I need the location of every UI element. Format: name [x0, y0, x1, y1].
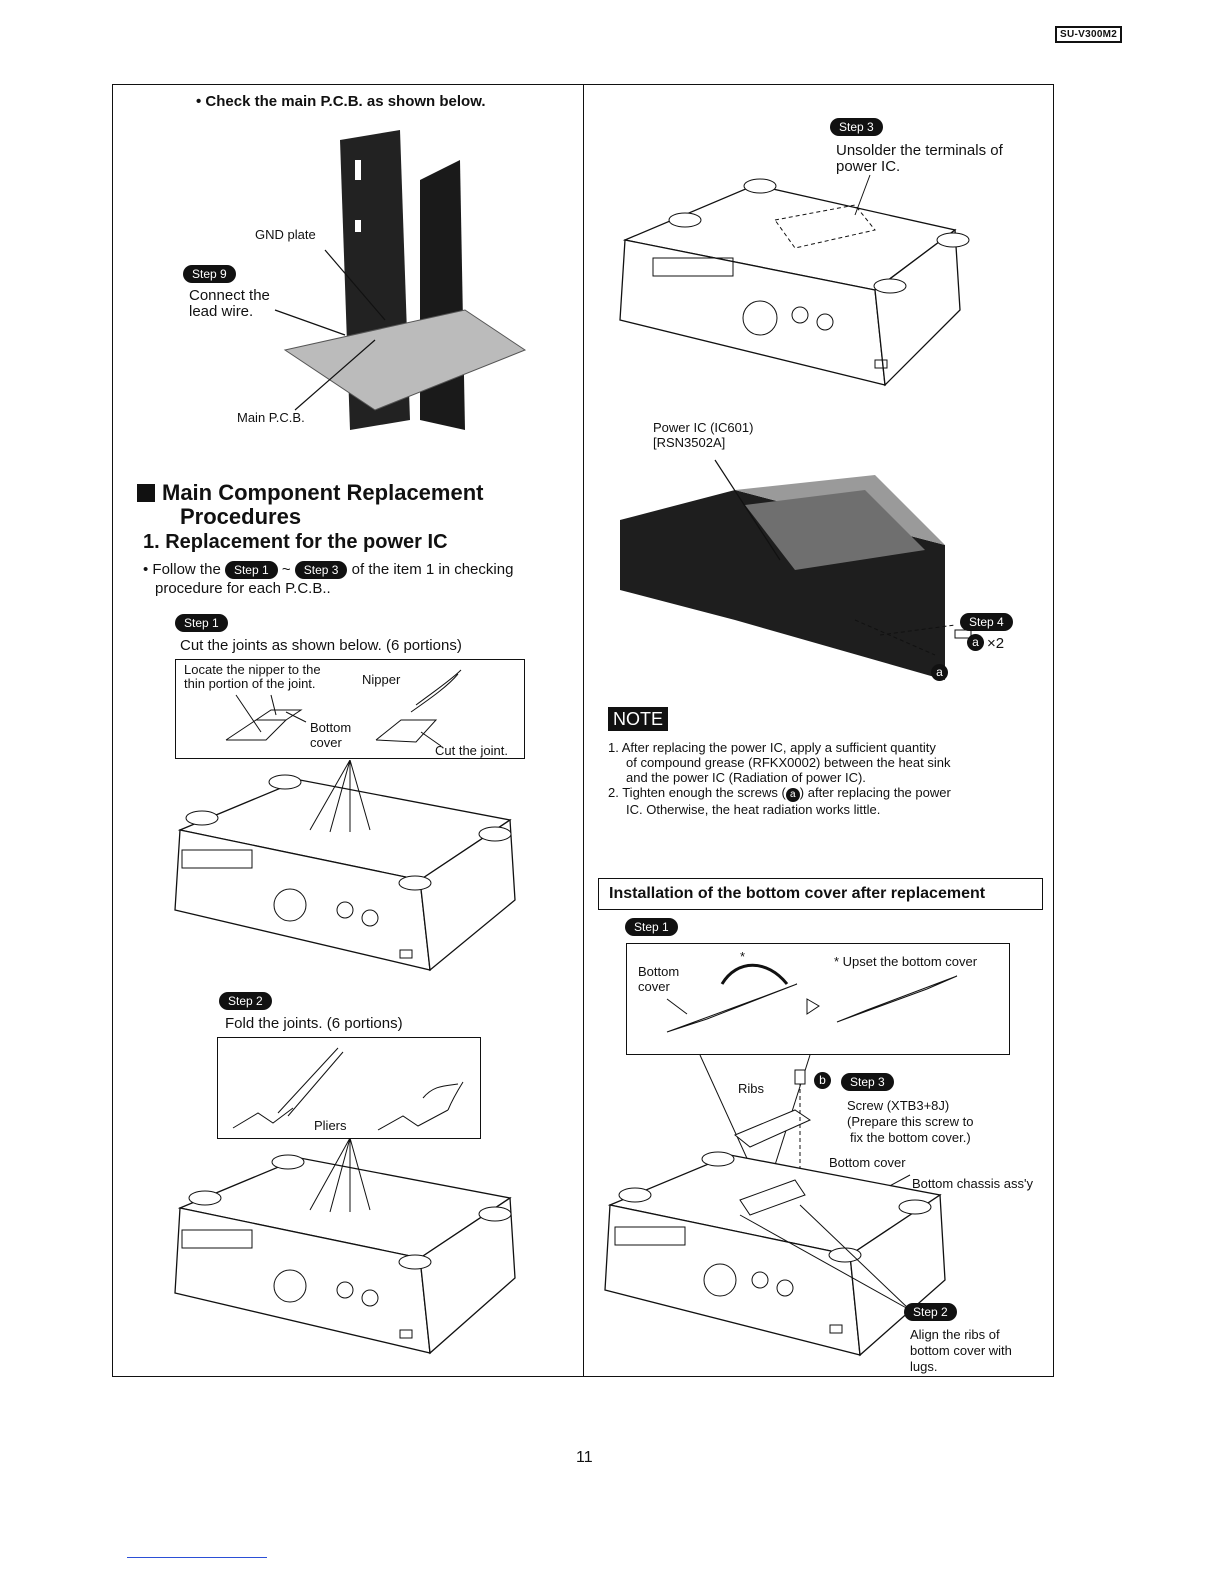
bottom-chassis-label: Bottom chassis ass'y: [912, 1176, 1033, 1191]
pliers-label: Pliers: [314, 1118, 347, 1133]
right-step3-badge: Step 3: [830, 118, 883, 136]
nipper-label: Nipper: [362, 672, 401, 687]
note-item-1-line3: and the power IC (Radiation of power IC)…: [626, 770, 866, 785]
unsolder-line1: Unsolder the terminals of: [836, 142, 1003, 159]
cut-joint-detail-box: Locate the nipper to the thin portion of…: [175, 659, 525, 759]
follow-step-a-badge: Step 1: [224, 561, 278, 579]
fold-joint-sketch: [232, 1047, 464, 1131]
connect-lead-line2: lead wire.: [189, 303, 254, 320]
cut-joint-label: Cut the joint.: [435, 743, 508, 758]
upset-cover-sketch: [666, 963, 958, 1033]
amplifier-top-view: [619, 174, 970, 387]
align-ribs-line3: lugs.: [910, 1359, 938, 1374]
follow-steps-line2: procedure for each P.C.B..: [155, 580, 331, 597]
note-list: 1. After replacing the power IC, apply a…: [608, 740, 1048, 817]
section-title-line1: Main Component Replacement: [162, 480, 484, 505]
power-ic-label-line2: [RSN3502A]: [653, 435, 726, 450]
connect-lead-line1: Connect the: [189, 287, 270, 304]
power-ic-photo: [620, 459, 972, 680]
locate-nipper-line2: thin portion of the joint.: [184, 676, 316, 691]
screw-a-inline-icon: a: [785, 788, 800, 802]
section-square-icon: [137, 484, 155, 502]
align-ribs-line2: bottom cover with: [910, 1343, 1012, 1358]
upset-cover-label: * Upset the bottom cover: [834, 954, 978, 969]
screw-a-marker-icon: a: [931, 664, 948, 681]
upset-bottom-label: Bottom: [638, 964, 680, 979]
note-label: NOTE: [608, 707, 669, 731]
left-step2-badge: Step 2: [219, 992, 272, 1010]
column-divider: [583, 84, 584, 1377]
installation-title: Installation of the bottom cover after r…: [598, 878, 1043, 910]
install-step2-badge: Step 2: [904, 1303, 957, 1321]
install-bottom-cover-figure: [604, 1055, 946, 1357]
align-ribs-line1: Align the ribs of: [910, 1327, 1000, 1342]
subsection-title: 1. Replacement for the power IC: [143, 531, 448, 553]
note-item-1-line1: 1. After replacing the power IC, apply a…: [608, 740, 936, 755]
screw-a-icon: a: [967, 634, 984, 651]
cover-label: cover: [310, 735, 342, 750]
main-pcb-figure: [274, 130, 527, 430]
fold-joint-detail-box: Pliers: [217, 1037, 481, 1139]
left-step1-badge: Step 1: [175, 614, 228, 632]
upset-asterisk: *: [740, 949, 746, 964]
follow-step-b-badge: Step 3: [294, 561, 348, 579]
left-step2-text: Fold the joints. (6 portions): [225, 1015, 403, 1032]
install-step3-badge: Step 3: [841, 1073, 894, 1091]
amplifier-bottom-view-2: [174, 1138, 516, 1355]
power-ic-label-line1: Power IC (IC601): [653, 420, 754, 435]
note-item-2-line2: IC. Otherwise, the heat radiation works …: [626, 802, 881, 817]
screw-count: ×2: [987, 635, 1005, 652]
bottom-cover-label: Bottom cover: [829, 1155, 906, 1170]
check-pcb-note: • Check the main P.C.B. as shown below.: [196, 93, 486, 110]
bottom-label: Bottom: [310, 720, 352, 735]
amplifier-bottom-view-1: [174, 760, 516, 972]
step9-badge: Step 9: [183, 265, 236, 283]
follow-steps-line: • Follow the Step 1 ~ Step 3 of the item…: [143, 561, 514, 579]
cut-joint-sketch: [225, 669, 462, 747]
screw-spec-line3: fix the bottom cover.): [850, 1130, 971, 1145]
screw-spec-line1: Screw (XTB3+8J): [847, 1098, 950, 1113]
install-step1-badge: Step 1: [625, 918, 678, 936]
right-step4-badge: Step 4: [960, 613, 1013, 631]
upset-cover-word: cover: [638, 979, 670, 994]
locate-nipper-line1: Locate the nipper to the: [184, 662, 321, 677]
note-item-1-line2: of compound grease (RFKX0002) between th…: [626, 755, 951, 770]
left-step1-text: Cut the joints as shown below. (6 portio…: [180, 637, 462, 654]
screw-spec-line2: (Prepare this screw to: [847, 1114, 974, 1129]
model-number-tag: SU-V300M2: [1055, 26, 1123, 43]
upset-cover-box: * * Upset the bottom cover Bottom cover: [626, 943, 1010, 1055]
main-pcb-label: Main P.C.B.: [237, 410, 305, 425]
page-number: 11: [576, 1449, 593, 1466]
gnd-plate-label: GND plate: [255, 227, 316, 242]
footer-rule: [127, 1557, 267, 1558]
ribs-label: Ribs: [738, 1081, 765, 1096]
unsolder-line2: power IC.: [836, 158, 901, 175]
screw-b-icon: b: [814, 1072, 831, 1089]
section-title-line2: Procedures: [180, 504, 302, 529]
note-item-2-line1: 2. Tighten enough the screws (a) after r…: [608, 785, 951, 802]
